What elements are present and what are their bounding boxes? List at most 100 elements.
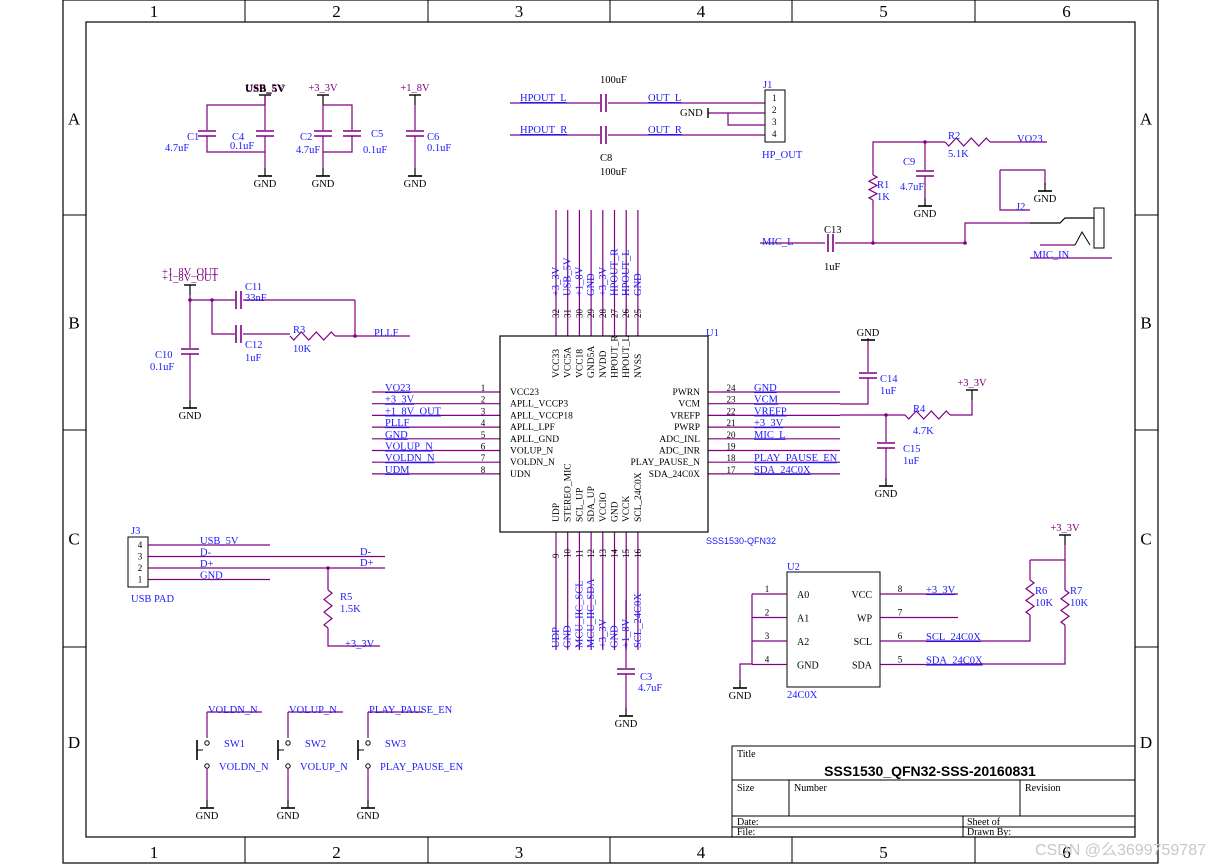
label: R6 xyxy=(1035,586,1047,597)
label: C1 xyxy=(187,132,199,143)
j3-net: D+ xyxy=(200,559,214,570)
u1-top-net: +3_3V xyxy=(598,266,609,296)
u1-pin-name: VCC18 xyxy=(575,349,585,378)
row-marker: C xyxy=(68,530,79,549)
u1-pin-name: APLL_LPF xyxy=(510,423,555,433)
label: OUT_L xyxy=(648,93,681,104)
j1-pin: 4 xyxy=(772,129,777,139)
switch-contact xyxy=(285,763,291,769)
j3-pin: 4 xyxy=(138,540,143,550)
u1-pin-name: APLL_GND xyxy=(510,435,559,445)
u1-pin-name: NVDD xyxy=(599,350,609,378)
u2-pin-name: VCC xyxy=(851,590,872,601)
u1-pin-name: HPOUT_R xyxy=(611,335,621,378)
u2-net: SCL_24C0X xyxy=(926,632,981,643)
label: C13 xyxy=(824,225,842,236)
u1-pin-num: 29 xyxy=(586,309,596,319)
label: GND xyxy=(857,328,880,339)
net-usb5v: USB_5V xyxy=(245,83,285,95)
u1-bottom-net: SCL_24C0X xyxy=(633,593,644,648)
u1-pin-num: 7 xyxy=(481,453,486,463)
resistor xyxy=(289,331,336,341)
label: MIC_IN xyxy=(1033,250,1070,261)
u1-left-net: VOLUP_N xyxy=(385,442,433,453)
label: VO23 xyxy=(1017,134,1043,145)
resistor xyxy=(904,410,951,420)
j3-pin: 1 xyxy=(138,575,143,585)
col-marker: 4 xyxy=(697,2,706,21)
jack-contact xyxy=(1030,217,1094,224)
u1-pin-name: GND5A xyxy=(587,346,597,378)
ground-label: GND xyxy=(179,411,202,422)
col-marker: 3 xyxy=(515,2,524,21)
label: USB PAD xyxy=(131,594,175,605)
u2-pin-num: 2 xyxy=(765,608,770,618)
u1-pin-name: HPOUT_L xyxy=(622,336,632,378)
col-marker: 3 xyxy=(515,843,524,862)
resistor xyxy=(1024,579,1036,616)
label: U2 xyxy=(787,562,800,573)
u1-pin-name: ADC_INR xyxy=(659,447,701,457)
u1-pin-num: 30 xyxy=(574,309,584,319)
ground-label: GND xyxy=(254,179,277,190)
u1-top-net: USB_5V xyxy=(563,257,574,296)
u1-bottom-net: MCU_IIC_SCL xyxy=(574,580,585,648)
u1-pin-num: 32 xyxy=(551,309,561,318)
watermark: CSDN @么3699759787 xyxy=(1034,842,1206,859)
ground-label: GND xyxy=(404,179,427,190)
u1-right-net: +3_3V xyxy=(754,418,784,429)
outer-border xyxy=(62,0,1159,864)
u1-pin-name: VCC5A xyxy=(564,347,574,378)
col-marker: 4 xyxy=(697,843,706,862)
j3-pin: 3 xyxy=(138,552,143,562)
switch-net-label: VOLUP_N xyxy=(300,762,348,773)
label: SSS1530-QFN32 xyxy=(706,536,776,546)
col-marker: 6 xyxy=(1062,2,1071,21)
ground-label: GND xyxy=(1034,194,1057,205)
u1-pin-name: VCM xyxy=(678,400,700,410)
u1-pin-num: 4 xyxy=(481,418,486,428)
u1-pin-num: 16 xyxy=(633,549,643,559)
label: U1 xyxy=(706,328,719,339)
u1-pin-num: 14 xyxy=(610,549,620,559)
label: 0.1uF xyxy=(230,141,254,152)
u1-left-net: +1_8V_OUT xyxy=(385,406,442,417)
u1-top-net: GND xyxy=(586,273,597,296)
u1-pin-name: APLL_VCCP3 xyxy=(510,400,568,410)
u1-pin-num: 8 xyxy=(481,465,486,475)
wire xyxy=(322,136,353,153)
u1-bottom-net: +3_3V xyxy=(598,618,609,648)
u2-pin-name: WP xyxy=(857,614,872,625)
resistor xyxy=(1059,589,1071,626)
u1-pin-name: APLL_VCCP18 xyxy=(510,411,573,421)
ground-label: GND xyxy=(914,209,937,220)
col-marker: 2 xyxy=(332,2,341,21)
label: 1uF xyxy=(245,353,262,364)
wire xyxy=(872,141,945,175)
u1-left-net: VOLDN_N xyxy=(385,453,435,464)
power-label: +1_8V xyxy=(400,83,430,94)
label: Drawn By: xyxy=(967,827,1011,838)
wire xyxy=(840,378,869,405)
switch-contact xyxy=(204,740,210,746)
u1-pin-name: STEREO_MIC xyxy=(564,463,574,522)
label: 4.7K xyxy=(913,426,934,437)
row-marker: A xyxy=(68,110,81,129)
label: D+ xyxy=(360,558,374,569)
switch-net-label: VOLDN_N xyxy=(219,762,269,773)
u2-net: SDA_24C0X xyxy=(926,656,983,667)
u2-pin-name: A1 xyxy=(797,614,809,625)
label: C12 xyxy=(245,340,263,351)
u1-pin-num: 13 xyxy=(598,549,608,559)
wire xyxy=(206,95,266,120)
j3-net: GND xyxy=(200,571,223,582)
switch-net: VOLDN_N xyxy=(208,705,258,716)
label: Date: xyxy=(737,817,759,828)
u1-pin-name: VOLUP_N xyxy=(510,447,553,457)
u1-right-net: SDA_24C0X xyxy=(754,465,811,476)
label: C9 xyxy=(903,157,915,168)
u1-pin-num: 25 xyxy=(633,309,643,319)
row-marker: B xyxy=(68,314,79,333)
label: J1 xyxy=(763,80,772,91)
